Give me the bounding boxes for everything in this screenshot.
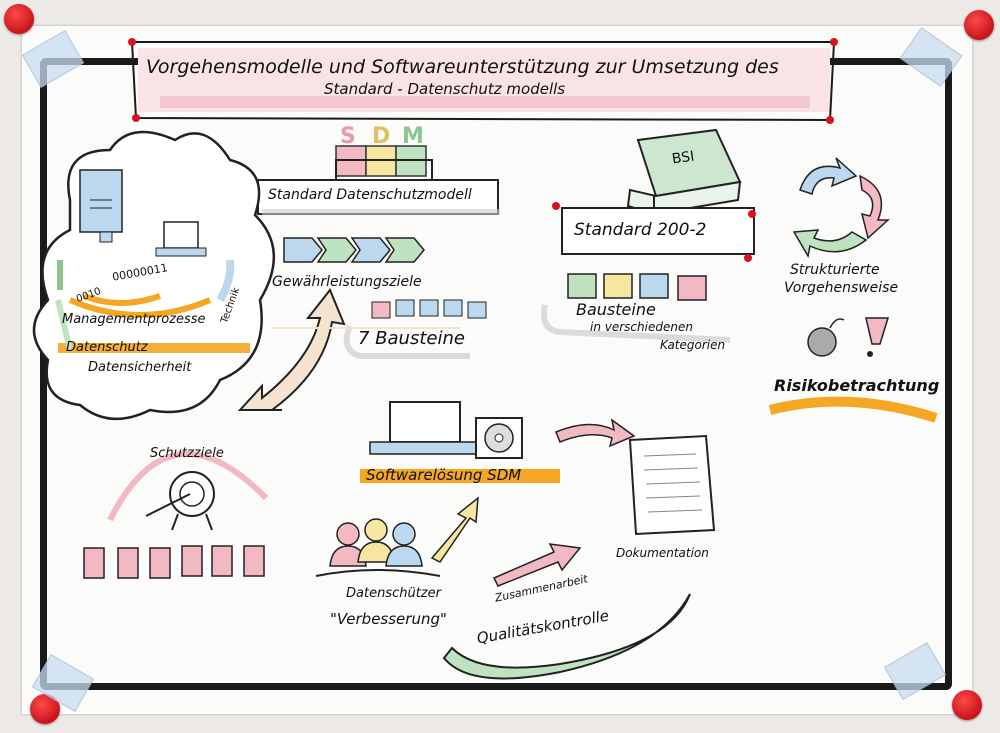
strukturiert-line2: Vorgehensweise xyxy=(784,280,899,296)
schutzziele-blocks xyxy=(83,545,265,579)
bsi-book xyxy=(626,128,742,216)
bsi-label: Standard 200-2 xyxy=(574,220,707,240)
sdm-letter-s: S xyxy=(340,124,356,149)
title-banner xyxy=(128,38,838,124)
bsi-bausteine-line3: Kategorien xyxy=(660,338,726,352)
dokumentation-label: Dokumentation xyxy=(616,546,709,560)
software-computer-icon xyxy=(369,401,523,459)
qualitaet-swoosh xyxy=(442,593,691,680)
title-line2: Standard - Datenschutz modells xyxy=(324,80,566,98)
risiko-label: Risikobetrachtung xyxy=(774,376,940,395)
sdm-label: Standard Datenschutzmodell xyxy=(268,187,472,203)
gewaehrleistung-chevrons xyxy=(283,237,425,263)
sdm-letter-m: M xyxy=(402,124,424,149)
sdm-bausteine-label: 7 Bausteine xyxy=(358,328,465,349)
cycle-arrows-icon xyxy=(792,157,890,259)
software-label: Softwarelösung SDM xyxy=(366,466,522,484)
gewaehrleistung-label: Gewährleistungsziele xyxy=(272,274,422,290)
computer-icon xyxy=(163,221,199,249)
sdm-puzzle xyxy=(335,145,433,183)
improvement-arrow xyxy=(430,496,479,563)
people-icon xyxy=(315,518,441,577)
verbesserung-label: "Verbesserung" xyxy=(330,610,447,628)
zusammenarbeit-arrow xyxy=(492,543,582,587)
bsi-book-label: BSI xyxy=(670,148,696,168)
big-double-arrow xyxy=(237,288,346,411)
title-line1: Vorgehensmodelle und Softwareunterstützu… xyxy=(146,56,779,78)
sdm-letter-d: D xyxy=(372,124,391,149)
pin-top-left xyxy=(4,4,34,34)
bsi-bausteine-line2: in verschiedenen xyxy=(590,320,693,334)
pin-bottom-right xyxy=(952,690,982,720)
sdm-label-box xyxy=(257,179,499,215)
bsi-bausteine-squares xyxy=(567,273,707,301)
cloud-datenschutz: Datenschutz xyxy=(66,340,148,355)
server-icon xyxy=(79,169,123,233)
datenschuetzer-label: Datenschützer xyxy=(346,586,441,601)
sdm-bausteine-squares xyxy=(371,299,487,319)
bsi-bausteine-line1: Bausteine xyxy=(576,300,656,319)
exclamation-icon xyxy=(865,317,890,345)
target-icon xyxy=(145,471,215,531)
bomb-icon xyxy=(807,327,837,357)
pin-top-right xyxy=(964,10,994,40)
document-icon xyxy=(628,434,716,536)
schutzziele-label: Schutzziele xyxy=(150,446,224,461)
strukturiert-line1: Strukturierte xyxy=(790,262,880,278)
arrow-to-doc xyxy=(555,418,636,448)
cloud-management: Managementprozesse xyxy=(62,312,206,327)
bsi-label-box xyxy=(561,207,755,255)
cloud-datensicherheit: Datensicherheit xyxy=(88,360,192,375)
